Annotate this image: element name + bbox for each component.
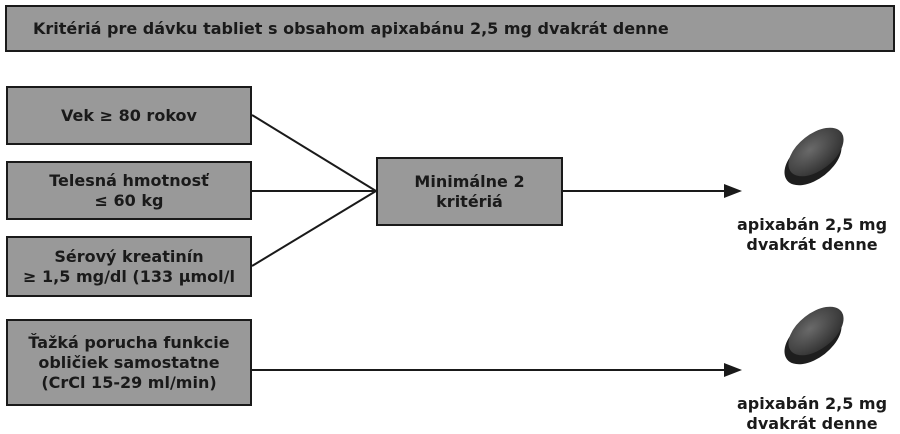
diagram-title: Kritériá pre dávku tabliet s obsahom api…: [33, 18, 669, 38]
tablet-icon: [784, 306, 844, 365]
arrowhead-icon: [724, 184, 742, 198]
minimum-two-criteria-label: Minimálne 2 kritériá: [414, 171, 525, 211]
criterion-creatinine-label: Sérový kreatinín ≥ 1,5 mg/dl (133 µmol/l: [23, 246, 235, 286]
connector-creatinine: [251, 190, 377, 267]
renal-impairment-label: Ťažká porucha funkcie obličiek samostatn…: [28, 332, 230, 392]
criterion-weight-box: Telesná hmotnosť ≤ 60 kg: [6, 161, 252, 220]
tablet-icon: [784, 127, 844, 186]
criterion-creatinine-box: Sérový kreatinín ≥ 1,5 mg/dl (133 µmol/l: [6, 236, 252, 297]
connector-age: [251, 114, 377, 192]
outcome-dose-label-1: apixabán 2,5 mg dvakrát denne: [736, 215, 888, 254]
arrowhead-icon: [724, 363, 742, 377]
renal-impairment-box: Ťažká porucha funkcie obličiek samostatn…: [6, 319, 252, 406]
criterion-weight-label: Telesná hmotnosť ≤ 60 kg: [49, 170, 209, 210]
outcome-dose-label-2: apixabán 2,5 mg dvakrát denne: [736, 394, 888, 433]
criterion-age-box: Vek ≥ 80 rokov: [6, 86, 252, 145]
diagram-title-box: Kritériá pre dávku tabliet s obsahom api…: [5, 5, 895, 52]
criterion-age-label: Vek ≥ 80 rokov: [61, 105, 197, 125]
minimum-two-criteria-box: Minimálne 2 kritériá: [376, 157, 563, 226]
